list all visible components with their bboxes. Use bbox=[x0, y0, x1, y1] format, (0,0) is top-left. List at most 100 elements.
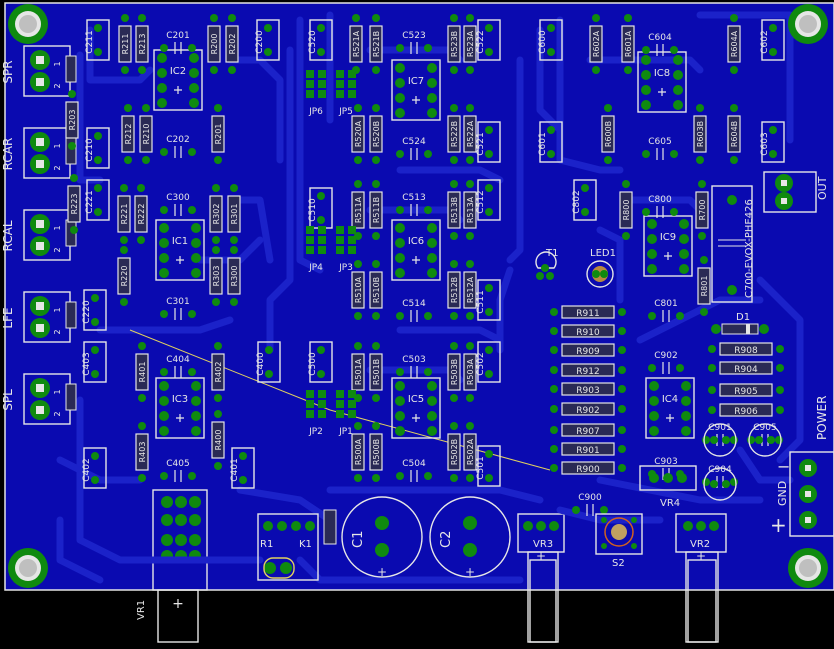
r602a-resistor[interactable]: R602A bbox=[589, 14, 603, 74]
r503b-resistor[interactable]: R503B bbox=[447, 342, 461, 402]
c404-capacitor[interactable]: C404 bbox=[160, 355, 196, 378]
r906-resistor[interactable]: R906 bbox=[708, 403, 784, 417]
r501b-resistor[interactable]: R501B bbox=[369, 342, 383, 402]
c603-capacitor[interactable]: C603 bbox=[760, 121, 785, 163]
r303-resistor[interactable]: R303 bbox=[209, 246, 223, 306]
jp2-jumper[interactable]: JP2 bbox=[306, 390, 326, 437]
jp4-jumper[interactable]: JP4 bbox=[306, 226, 326, 273]
r523b-resistor[interactable]: R523B bbox=[447, 14, 461, 74]
r700-resistor[interactable]: R700 bbox=[695, 180, 709, 240]
c512-capacitor[interactable]: C512 bbox=[476, 179, 501, 221]
r521b-resistor[interactable]: R521B bbox=[369, 14, 383, 74]
c504-capacitor[interactable]: C504 bbox=[396, 459, 432, 482]
r210-resistor[interactable]: R210 bbox=[139, 104, 153, 164]
ic1-chip[interactable]: IC1 bbox=[155, 219, 205, 281]
r512a-resistor[interactable]: R512A bbox=[463, 260, 477, 320]
r402-resistor[interactable]: R402 bbox=[211, 342, 225, 402]
r502a-resistor[interactable]: R502A bbox=[463, 422, 477, 482]
r902-resistor[interactable]: R902 bbox=[550, 402, 626, 416]
r522a-resistor[interactable]: R522A bbox=[463, 104, 477, 164]
r212-resistor[interactable]: R212 bbox=[121, 104, 135, 164]
c202-capacitor[interactable]: C202 bbox=[160, 135, 196, 158]
vr4-trimmer[interactable] bbox=[639, 465, 697, 491]
c402-capacitor[interactable]: C402 bbox=[82, 447, 107, 489]
r510b-resistor[interactable]: R510B bbox=[369, 260, 383, 320]
r511b-resistor[interactable]: R511B bbox=[369, 180, 383, 240]
r900-resistor[interactable]: R900 bbox=[550, 461, 626, 475]
c210-capacitor[interactable]: C210 bbox=[85, 127, 110, 169]
r800-resistor[interactable]: R800 bbox=[619, 180, 633, 240]
r510a-resistor[interactable]: R510A bbox=[351, 260, 365, 320]
r522b-resistor[interactable]: R522B bbox=[447, 104, 461, 164]
c1-electrolytic-capacitor[interactable]: + bbox=[341, 496, 423, 579]
r502b-resistor[interactable]: R502B bbox=[447, 422, 461, 482]
r604a-resistor[interactable]: R604A bbox=[727, 14, 741, 74]
r221-resistor[interactable]: R221 bbox=[117, 184, 131, 244]
c301-capacitor[interactable]: C301 bbox=[160, 297, 196, 320]
r523a-resistor[interactable]: R523A bbox=[463, 14, 477, 74]
r520a-resistor[interactable]: R520A bbox=[351, 104, 365, 164]
c900-capacitor[interactable]: C900 bbox=[572, 493, 608, 516]
jp3-jumper[interactable]: JP3 bbox=[336, 226, 356, 273]
r904-resistor[interactable]: R904 bbox=[708, 361, 784, 375]
r513b-resistor[interactable]: R513B bbox=[447, 180, 461, 240]
c514-capacitor[interactable]: C514 bbox=[396, 299, 432, 322]
r601a-resistor[interactable]: R601A bbox=[621, 14, 635, 74]
r500a-resistor[interactable]: R500A bbox=[351, 422, 365, 482]
c511-capacitor[interactable]: C511 bbox=[476, 279, 501, 321]
c405-capacitor[interactable]: C405 bbox=[160, 459, 196, 482]
r200-resistor[interactable]: R200 bbox=[207, 14, 221, 74]
vr2-potentiometer[interactable]: + bbox=[675, 513, 727, 643]
c801-capacitor[interactable]: C801 bbox=[648, 299, 684, 322]
r908-resistor[interactable]: R908 bbox=[708, 342, 784, 356]
r211-resistor[interactable]: R211 bbox=[118, 14, 132, 74]
r901-resistor[interactable]: R901 bbox=[550, 442, 626, 456]
led1-indicator[interactable] bbox=[586, 260, 614, 288]
ic3-chip[interactable]: IC3 bbox=[155, 377, 205, 439]
c300-capacitor[interactable]: C300 bbox=[160, 193, 196, 216]
r300-resistor[interactable]: R300 bbox=[227, 246, 241, 306]
c700-film-capacitor[interactable] bbox=[711, 185, 753, 303]
r903-resistor[interactable]: R903 bbox=[550, 382, 626, 396]
r203-resistor[interactable]: R203 bbox=[65, 90, 79, 150]
c522-capacitor[interactable]: C522 bbox=[476, 19, 501, 61]
r603b-resistor[interactable]: R603B bbox=[693, 104, 707, 164]
c605-capacitor[interactable]: C605 bbox=[642, 137, 678, 160]
ic9-chip[interactable]: IC9 bbox=[643, 215, 693, 277]
c2-electrolytic-capacitor[interactable]: + bbox=[429, 496, 511, 579]
r907-resistor[interactable]: R907 bbox=[550, 423, 626, 437]
ic6-chip[interactable]: IC6 bbox=[391, 219, 441, 281]
c201-capacitor[interactable]: C201 bbox=[160, 31, 196, 54]
c513-capacitor[interactable]: C513 bbox=[396, 193, 432, 216]
c503-capacitor[interactable]: C503 bbox=[396, 355, 432, 378]
r401-resistor[interactable]: R401 bbox=[135, 342, 149, 402]
c200-capacitor[interactable]: C200 bbox=[255, 19, 280, 61]
c400-capacitor[interactable]: C400 bbox=[256, 341, 281, 383]
c523-capacitor[interactable]: C523 bbox=[396, 31, 432, 54]
c524-capacitor[interactable]: C524 bbox=[396, 137, 432, 160]
r301-resistor[interactable]: R301 bbox=[227, 184, 241, 244]
c500-capacitor[interactable]: C500 bbox=[308, 341, 333, 383]
c604-capacitor[interactable]: C604 bbox=[642, 33, 678, 56]
t1-transistor[interactable] bbox=[535, 251, 557, 280]
c401-capacitor[interactable]: C401 bbox=[230, 447, 255, 489]
vr3-potentiometer[interactable]: + bbox=[517, 513, 565, 643]
jp6-jumper[interactable]: JP6 bbox=[306, 70, 326, 117]
r400-resistor[interactable]: R400 bbox=[211, 410, 225, 470]
r500b-resistor[interactable]: R500B bbox=[369, 422, 383, 482]
c502-capacitor[interactable]: C502 bbox=[476, 341, 501, 383]
c520-capacitor[interactable]: C520 bbox=[308, 19, 333, 61]
jp1-jumper[interactable]: JP1 bbox=[336, 390, 356, 437]
c601-capacitor[interactable]: C601 bbox=[538, 121, 563, 163]
c802-capacitor[interactable]: C802 bbox=[572, 179, 597, 221]
r213-resistor[interactable]: R213 bbox=[135, 14, 149, 74]
ic8-chip[interactable]: IC8 bbox=[637, 51, 687, 113]
ic2-chip[interactable]: IC2 bbox=[153, 49, 203, 111]
